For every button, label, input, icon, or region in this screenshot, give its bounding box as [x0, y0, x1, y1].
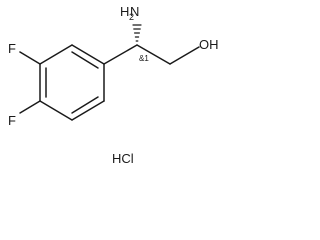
ring-bond-4: [39, 100, 73, 121]
ring-double-bond-1: [71, 51, 99, 69]
hydroxyl-label: OH: [199, 37, 219, 52]
salt-label: HCl: [112, 151, 134, 166]
ring-bond-2: [39, 44, 73, 65]
fluorine-top-label: F: [8, 41, 16, 56]
nitrogen-hydrogen-count: 2: [129, 12, 134, 22]
benzene-ring: [39, 44, 105, 121]
nitrogen-label: N: [130, 4, 139, 19]
ring-to-f-bottom-bond: [19, 100, 41, 114]
ring-double-bond-3: [71, 96, 99, 114]
stereo-label: &1: [139, 54, 149, 63]
fluorine-bottom-label: F: [8, 113, 16, 128]
ring-bond-5: [71, 100, 105, 121]
ring-to-f-top-bond: [19, 51, 41, 65]
ring-to-chiral-bond: [103, 44, 138, 65]
chiral-to-ch2-bond: [136, 44, 171, 65]
nitrogen-hydrogen-label: H: [120, 4, 129, 19]
ring-bond-1: [71, 44, 105, 65]
chemical-structure: N H 2 &1 OH F F HCl: [8, 4, 219, 166]
ch2-to-oh-bond: [169, 46, 200, 65]
hashed-wedge-bond: [132, 24, 142, 42]
